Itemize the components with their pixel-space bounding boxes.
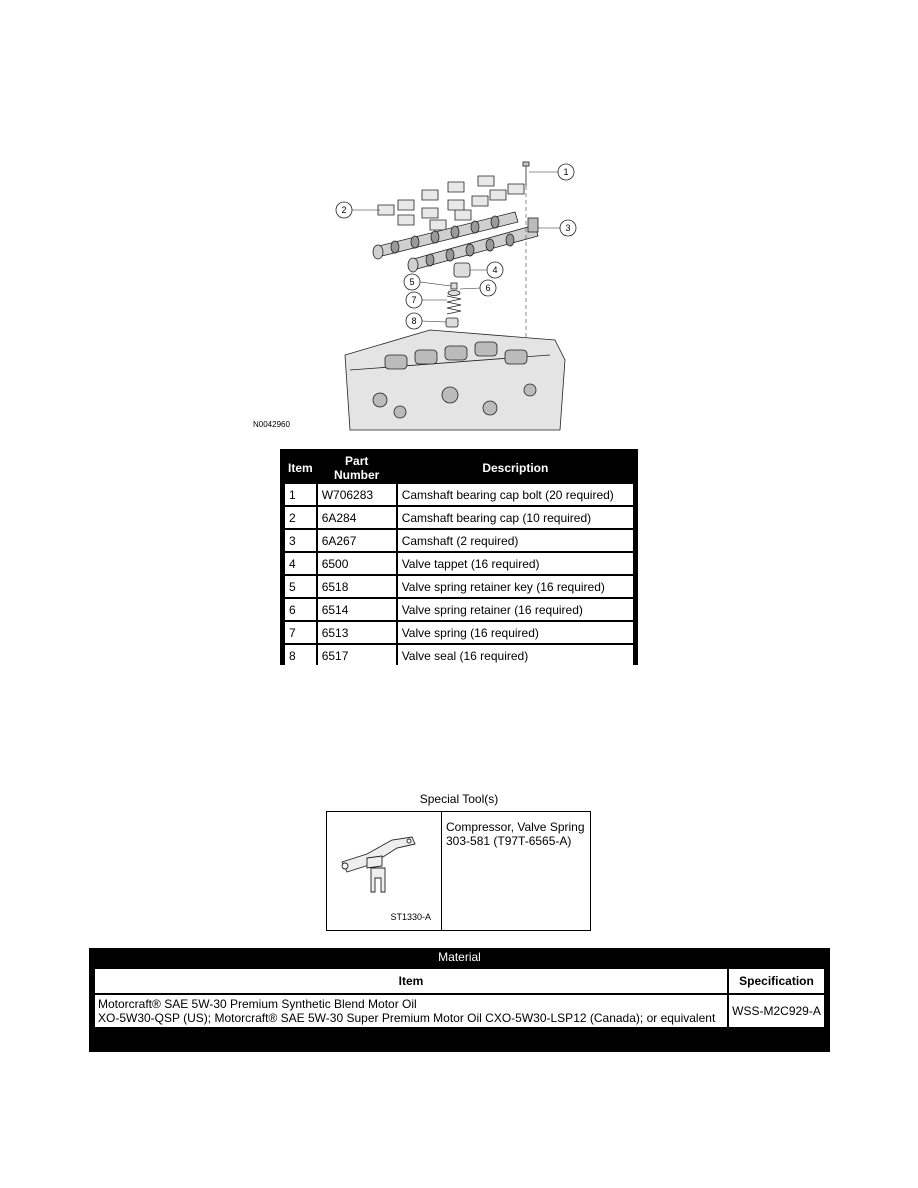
part-number-cell: 6500 (317, 553, 396, 574)
table-row: 6 6514 Valve spring retainer (16 require… (285, 599, 633, 620)
material-item-line-2: XO-5W30-QSP (US); Motorcraft® SAE 5W-30 … (98, 1011, 716, 1025)
table-row: 5 6518 Valve spring retainer key (16 req… (285, 576, 633, 597)
tool-illustration: ST1330-A (327, 812, 442, 930)
header-specification: Specification (729, 969, 824, 993)
callout-3: 3 (565, 223, 570, 233)
item-cell: 1 (285, 484, 316, 505)
callout-7: 7 (411, 295, 416, 305)
material-table: Material Item Specification Motorcraft® … (89, 948, 830, 1052)
parts-table-header: Item Part Number Description (285, 454, 633, 482)
part-number-cell: 6513 (317, 622, 396, 643)
parts-table: Item Part Number Description 1 W706283 C… (280, 449, 638, 666)
valve-spring-compressor-icon (341, 836, 416, 893)
description-cell: Valve spring (16 required) (397, 622, 633, 643)
description-cell: Camshaft bearing cap (10 required) (397, 507, 633, 528)
part-number-cell: 6A284 (317, 507, 396, 528)
valve-parts (445, 262, 471, 328)
description-cell: Valve spring retainer (16 required) (397, 599, 633, 620)
callout-1: 1 (563, 167, 568, 177)
description-cell: Valve tappet (16 required) (397, 553, 633, 574)
callout-2: 2 (341, 205, 346, 215)
tool-name: Compressor, Valve Spring (446, 820, 585, 834)
material-item-cell: Motorcraft® SAE 5W-30 Premium Synthetic … (95, 995, 727, 1027)
table-row: 1 W706283 Camshaft bearing cap bolt (20 … (285, 484, 633, 505)
table-row: Motorcraft® SAE 5W-30 Premium Synthetic … (95, 995, 824, 1027)
description-cell: Valve spring retainer key (16 required) (397, 576, 633, 597)
description-cell: Camshaft (2 required) (397, 530, 633, 551)
description-cell: Valve seal (16 required) (397, 645, 633, 666)
callout-6: 6 (485, 283, 490, 293)
item-cell: 6 (285, 599, 316, 620)
material-item-line-1: Motorcraft® SAE 5W-30 Premium Synthetic … (98, 997, 417, 1011)
header-description: Description (397, 454, 633, 482)
camshafts (372, 211, 539, 273)
callout-5: 5 (409, 277, 414, 287)
table-row: 4 6500 Valve tappet (16 required) (285, 553, 633, 574)
table-row: 3 6A267 Camshaft (2 required) (285, 530, 633, 551)
tool-number: 303-581 (T97T-6565-A) (446, 834, 572, 848)
material-header: Item Specification (95, 969, 824, 993)
part-number-cell: 6518 (317, 576, 396, 597)
special-tools-caption: Special Tool(s) (419, 792, 499, 806)
table-row: 7 6513 Valve spring (16 required) (285, 622, 633, 643)
callout-8: 8 (411, 316, 416, 326)
tool-description: Compressor, Valve Spring 303-581 (T97T-6… (442, 812, 590, 930)
figure-id: N0042960 (253, 420, 290, 429)
item-cell: 5 (285, 576, 316, 597)
part-number-cell: 6517 (317, 645, 396, 666)
item-cell: 3 (285, 530, 316, 551)
material-specification-cell: WSS-M2C929-A (729, 995, 824, 1027)
item-cell: 7 (285, 622, 316, 643)
part-number-cell: 6514 (317, 599, 396, 620)
item-cell: 4 (285, 553, 316, 574)
exploded-view-diagram: 1 2 3 4 5 6 7 8 N0042960 (250, 150, 650, 435)
tool-image-code: ST1330-A (390, 912, 431, 922)
special-tools-table: ST1330-A Compressor, Valve Spring 303-58… (326, 811, 591, 931)
part-number-cell: 6A267 (317, 530, 396, 551)
callout-4: 4 (492, 265, 497, 275)
part-number-cell: W706283 (317, 484, 396, 505)
material-title: Material (438, 950, 481, 964)
bolt (522, 161, 530, 186)
bearing-caps (377, 175, 525, 231)
item-cell: 2 (285, 507, 316, 528)
header-item: Item (285, 454, 316, 482)
item-cell: 8 (285, 645, 316, 666)
cylinder-head (344, 329, 566, 431)
description-cell: Camshaft bearing cap bolt (20 required) (397, 484, 633, 505)
header-part-number: Part Number (317, 454, 396, 482)
table-row: 2 6A284 Camshaft bearing cap (10 require… (285, 507, 633, 528)
table-row: 8 6517 Valve seal (16 required) (285, 645, 633, 666)
header-item: Item (95, 969, 727, 993)
